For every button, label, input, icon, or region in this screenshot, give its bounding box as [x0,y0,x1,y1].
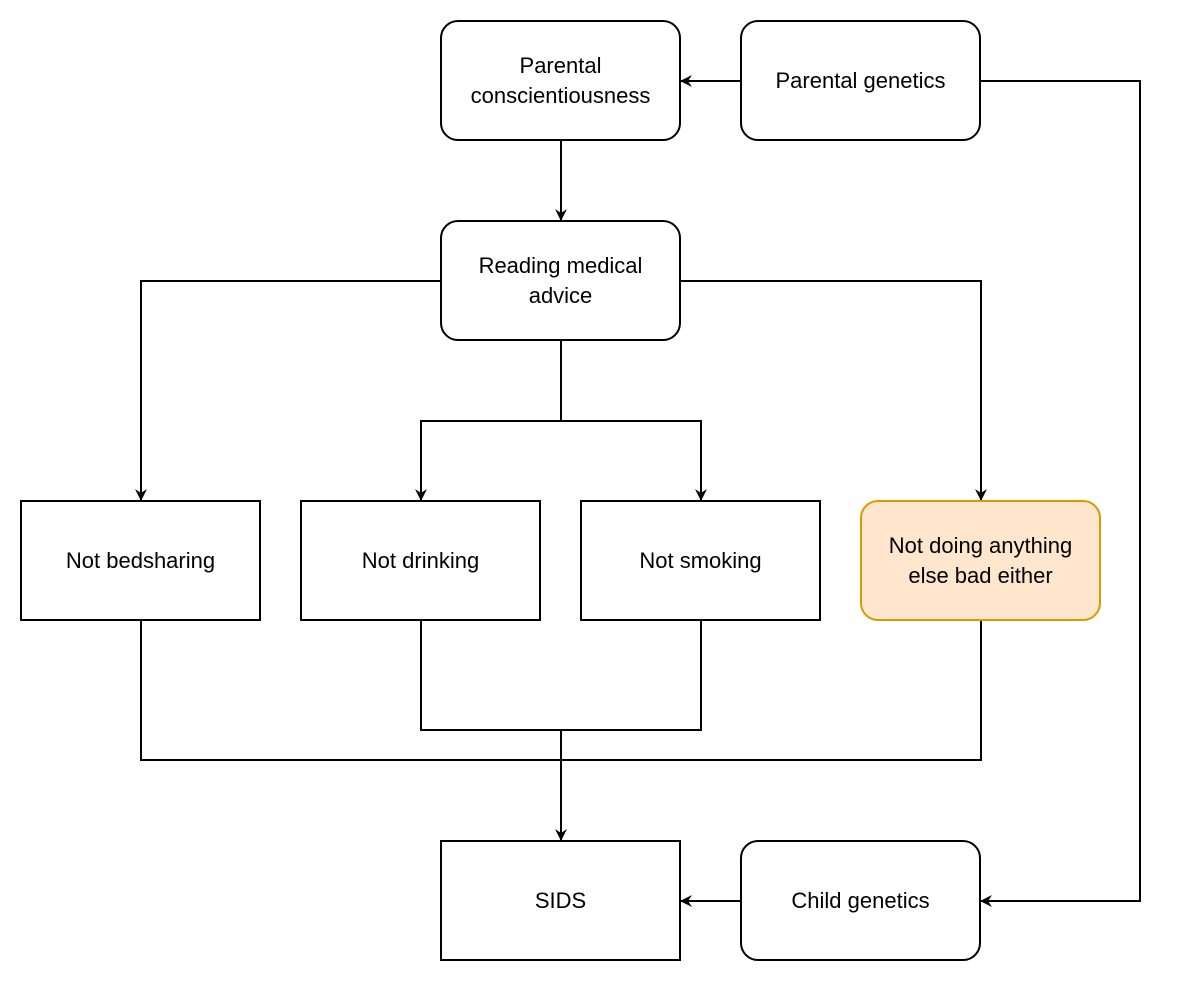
edge-not-doing-anything-to-sids [561,621,982,761]
node-label: Child genetics [791,887,930,913]
node-label: Not bedsharing [65,547,216,573]
edge-reading-advice-to-not-drinking [415,341,562,501]
node-parental-genetics: Parental genetics [740,20,981,141]
node-not-drinking: Not drinking [300,500,541,621]
node-not-smoking: Not smoking [580,500,821,621]
edge-parental-genetics-to-child-genetics [980,80,1141,907]
node-child-genetics: Child genetics [740,840,981,961]
edge-reading-advice-to-not-smoking [561,420,707,501]
node-not-bedsharing: Not bedsharing [20,500,261,621]
node-label: Not doing anything else bad either [888,532,1073,588]
node-reading-medical-advice: Reading medical advice [440,220,681,341]
node-label: Not smoking [639,547,762,573]
node-not-doing-anything-else-bad: Not doing anything else bad either [860,500,1101,621]
node-label: SIDS [534,887,587,913]
node-label: Not drinking [361,547,480,573]
edge-not-smoking-to-sids [561,621,702,731]
edge-not-drinking-to-sids [420,621,561,731]
node-label: Parental conscientiousness [470,52,651,108]
edge-not-bedsharing-to-sids [140,621,561,761]
edge-reading-advice-to-not-doing-anything [681,280,987,501]
node-sids: SIDS [440,840,681,961]
edge-reading-advice-to-not-bedsharing [135,280,440,501]
node-label: Reading medical advice [478,252,643,308]
node-label: Parental genetics [775,67,946,93]
node-parental-conscientiousness: Parental conscientiousness [440,20,681,141]
